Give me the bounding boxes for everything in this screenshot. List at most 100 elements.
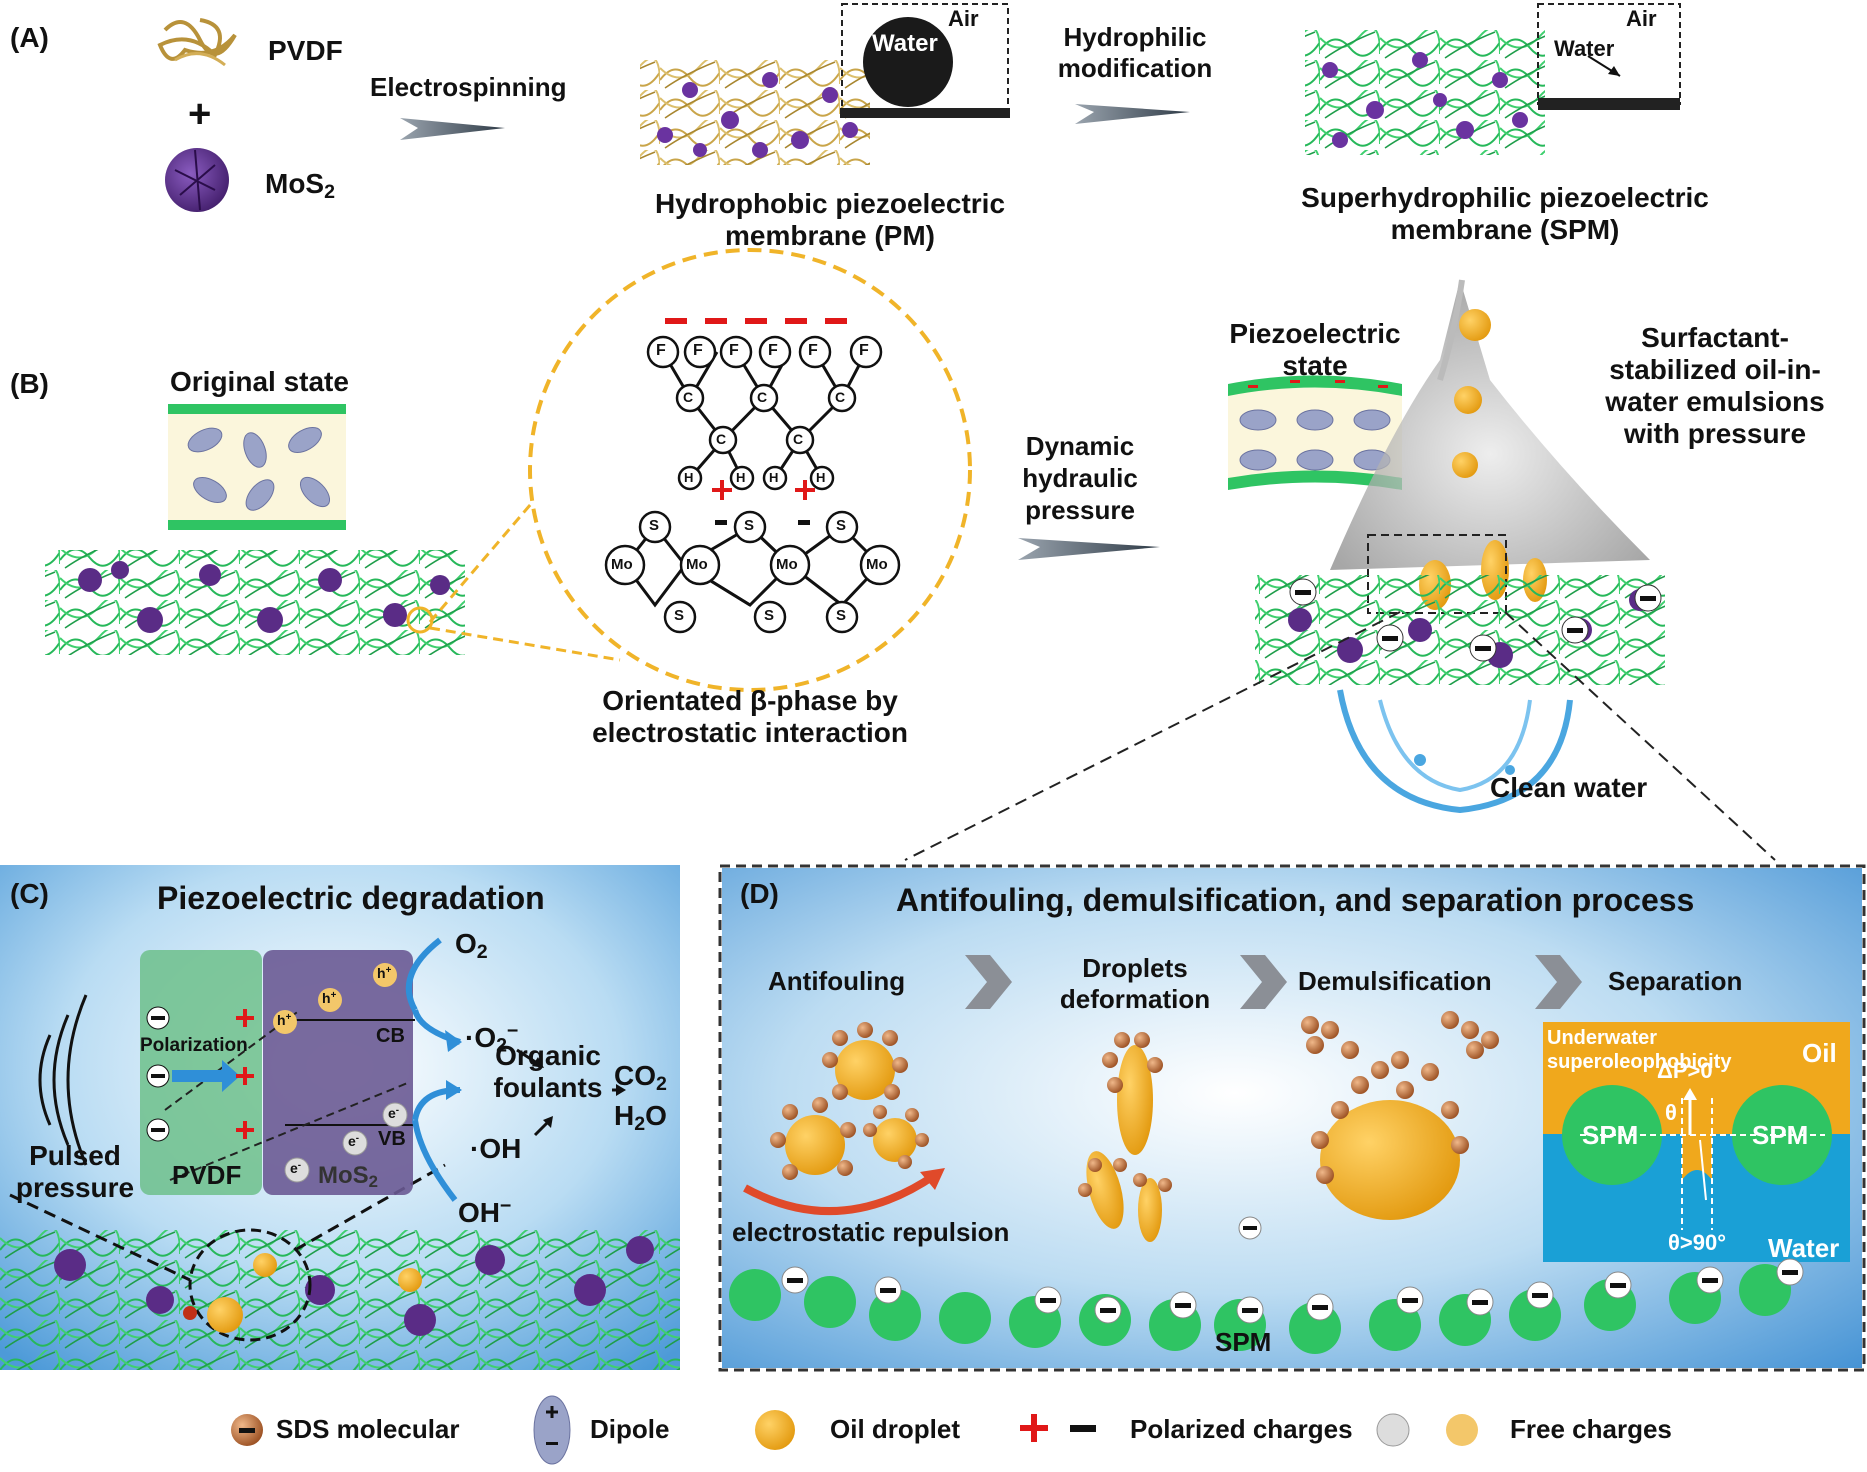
pvdf-negative-charges [146, 1006, 170, 1142]
atom-mo: Mo [776, 556, 798, 573]
pm-water-label: Water [872, 30, 938, 57]
atom-h: H [736, 470, 746, 485]
atom-mo: Mo [686, 556, 708, 573]
atom-f: F [808, 342, 818, 359]
atom-c: C [793, 431, 804, 447]
step-antifouling: Antifouling [768, 966, 906, 996]
original-state-label: Original state [170, 366, 349, 397]
legend-polarized-label: Polarized charges [1130, 1414, 1353, 1444]
emulsion-label: Surfactant-stabilized oil-in-water emuls… [1605, 322, 1825, 449]
piezo-membrane [1255, 575, 1665, 685]
pulse-waves-icon [38, 994, 88, 1166]
electrostatic-repulsion-label: electrostatic repulsion [732, 1217, 1010, 1247]
panel-d-frame [718, 864, 1866, 1372]
legend-oil-label: Oil droplet [830, 1414, 960, 1444]
water-label: Water [1768, 1233, 1840, 1263]
atom-c: C [683, 389, 694, 405]
h2o-label: H2O [614, 1100, 667, 1135]
panel-a-label: (A) [10, 22, 49, 53]
legend-sds-label: SDS molecular [276, 1414, 460, 1444]
legend-negative-charge-icon [1070, 1425, 1096, 1432]
atoms [604, 335, 901, 634]
step-separation: Separation [1608, 966, 1743, 996]
atom-s: S [744, 517, 755, 534]
delta-p-label: ΔP>0 [1657, 1058, 1713, 1083]
pvdf-polymer-icon [157, 18, 237, 67]
atom-mo: Mo [611, 556, 633, 573]
coalesced-droplet [1301, 1011, 1499, 1220]
legend-free-label: Free charges [1510, 1414, 1672, 1444]
spm-membrane [1305, 30, 1680, 155]
piezoelectric-state-box [1228, 375, 1402, 490]
legend-dipole-label: Dipole [590, 1414, 670, 1444]
atom-s: S [764, 607, 775, 624]
pvdf-label: PVDF [268, 35, 343, 66]
legend-oil-droplet-icon [755, 1410, 795, 1450]
dynamic-pressure-arrow [1018, 538, 1160, 560]
original-membrane [45, 550, 465, 655]
spm-surface-charges [781, 1216, 1804, 1324]
mos2-block [263, 950, 413, 1195]
spm-right-label: SPM [1752, 1120, 1809, 1150]
pm-membrane [640, 60, 1010, 165]
atom-mo: Mo [866, 556, 888, 573]
membrane-negative-charges [1289, 578, 1662, 662]
o2-label: O2 [455, 928, 488, 963]
electron-label: e- [290, 1160, 302, 1176]
legend-hole-icon [1446, 1414, 1478, 1446]
atom-f: F [729, 342, 739, 359]
atom-f: F [859, 342, 869, 359]
atom-f: F [693, 342, 703, 359]
cb-label: CB [376, 1025, 405, 1047]
spm-water-label: Water [1554, 36, 1615, 61]
atom-s: S [836, 517, 847, 534]
hydroxyl-radical-label: ·OH [470, 1133, 522, 1164]
panel-c-title: Piezoelectric degradation [157, 880, 545, 916]
step-demulsification: Demulsification [1298, 966, 1492, 996]
panel-b-label: (B) [10, 368, 49, 399]
spm-inset-box [1537, 3, 1681, 105]
electron-label: e- [348, 1133, 360, 1149]
clean-water-label: Clean water [1490, 772, 1648, 803]
pvdf-positive-charges [236, 1009, 254, 1139]
deforming-droplets [1078, 1032, 1172, 1242]
holes [273, 963, 397, 1034]
hole-label: h+ [377, 965, 392, 981]
pm-air-label: Air [948, 6, 979, 31]
panel-c-label: (C) [10, 878, 49, 909]
hole-label: h+ [277, 1012, 292, 1028]
atom-s: S [836, 607, 847, 624]
polarization-label: Polarization [140, 1035, 248, 1056]
panel-c-membrane [0, 1228, 680, 1370]
mos2-block-label: MoS2 [318, 1162, 379, 1192]
zoom-box [1367, 534, 1507, 614]
legend-electron-icon [1376, 1413, 1410, 1447]
polarization-arrow [172, 1060, 240, 1092]
clean-water-splash [1337, 689, 1573, 814]
legend-positive-charge-icon [1020, 1414, 1048, 1442]
atom-f: F [656, 342, 666, 359]
mos2-label: MoS2 [265, 168, 336, 203]
electrospinning-arrow [400, 118, 505, 140]
repulsion-arrow [743, 1171, 938, 1216]
atom-h: H [769, 470, 779, 485]
spm-air-label: Air [1626, 6, 1657, 31]
spm-left-label: SPM [1582, 1120, 1639, 1150]
electrons [284, 1102, 408, 1183]
atom-c: C [716, 431, 727, 447]
atom-f: F [768, 342, 778, 359]
atom-c: C [835, 389, 846, 405]
atom-h: H [684, 470, 694, 485]
vb-label: VB [378, 1128, 406, 1150]
oil-label: Oil [1802, 1038, 1837, 1068]
pm-inset-box [841, 3, 1009, 115]
hydroxide-label: OH− [458, 1195, 512, 1228]
